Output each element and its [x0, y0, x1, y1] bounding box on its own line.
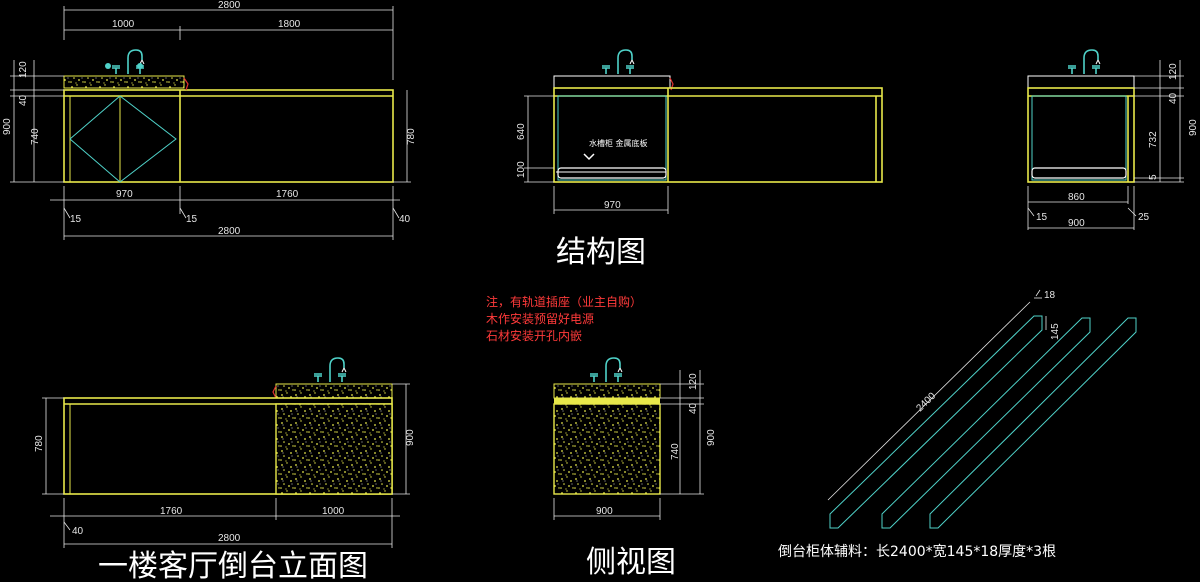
board-1 [829, 315, 1043, 529]
dim-970: 970 [604, 200, 621, 211]
structure-title: 结构图 [556, 235, 646, 270]
dim-gap-40: 40 [18, 94, 29, 106]
board-3 [929, 317, 1137, 529]
dim-front-1760: 1760 [160, 506, 183, 517]
dim-side-900: 900 [1188, 119, 1199, 136]
dim-height-740: 740 [30, 128, 41, 145]
dim-side-25: 25 [1138, 212, 1150, 223]
dim-sv-900-bottom: 900 [596, 506, 613, 517]
dim-board-18: 18 [1044, 290, 1056, 301]
dim-side-860: 860 [1068, 192, 1085, 203]
dim-bottom-970: 970 [116, 189, 133, 200]
side-structure-view: 120 40 732 900 5 860 15 25 900 [1027, 49, 1199, 230]
dim-40-right: 40 [399, 214, 411, 225]
sink-cabinet-label: 水槽柜 金属底板 [589, 138, 648, 148]
dim-board-2400: 2400 [914, 390, 938, 414]
dim-15-left: 15 [70, 214, 82, 225]
dim-15-mid: 15 [186, 214, 198, 225]
dim-100: 100 [516, 161, 527, 178]
side-view: 注，有轨道插座（业主自购） 木作安装预留好电源 石材安装开孔内嵌 120 40 … [486, 294, 717, 580]
dim-left-section: 1000 [112, 19, 135, 30]
note-line-3: 石材安装开孔内嵌 [486, 328, 582, 343]
chevron-down-icon [583, 153, 595, 161]
door-swing-lines [69, 95, 177, 183]
stone-panel [275, 403, 393, 495]
dim-height-780: 780 [406, 128, 417, 145]
dim-sv-740: 740 [670, 443, 681, 460]
front-elevation-view: 780 900 1760 1000 40 2800 一楼客厅倒台立面图 [34, 357, 416, 582]
board-2 [881, 317, 1091, 529]
structure-view: 水槽柜 金属底板 640 100 970 结构图 [516, 49, 883, 270]
dim-bottom-1760: 1760 [276, 189, 299, 200]
dim-sv-40: 40 [688, 402, 699, 414]
dim-countertop-120: 120 [18, 61, 29, 78]
stone-side-panel [553, 403, 661, 495]
dim-front-2800: 2800 [218, 533, 241, 544]
dim-sv-900: 900 [706, 429, 717, 446]
faucet-icon [601, 49, 635, 75]
dim-side-5: 5 [1148, 174, 1159, 180]
dim-total-length-bottom: 2800 [218, 226, 241, 237]
dim-640: 640 [516, 123, 527, 140]
dim-board-145: 145 [1050, 323, 1061, 340]
note-line-1: 注，有轨道插座（业主自购） [486, 294, 642, 309]
dim-front-1000: 1000 [322, 506, 345, 517]
dim-side-40: 40 [1168, 92, 1179, 104]
dim-total-length-top: 2800 [218, 0, 241, 11]
cabinet-body [63, 89, 394, 183]
faucet-icon [589, 357, 623, 383]
note-line-2: 木作安装预留好电源 [486, 311, 594, 326]
boards-view: 2400 18 145 倒台柜体辅料：长2400*宽145*18厚度*3根 [778, 289, 1137, 560]
dim-front-40: 40 [72, 526, 84, 537]
dim-front-780: 780 [34, 435, 45, 452]
dim-side-732: 732 [1148, 131, 1159, 148]
boards-caption: 倒台柜体辅料：长2400*宽145*18厚度*3根 [778, 543, 1056, 560]
dim-side-120: 120 [1168, 63, 1179, 80]
faucet-icon [313, 357, 347, 383]
faucet-icon [1067, 49, 1101, 75]
dim-right-section: 1800 [278, 19, 301, 30]
top-elevation-view: 2800 1000 1800 120 40 900 740 780 [2, 0, 417, 240]
dim-side-15: 15 [1036, 212, 1048, 223]
dim-height-900: 900 [2, 118, 13, 135]
dim-side-900-bottom: 900 [1068, 218, 1085, 229]
side-view-title: 侧视图 [586, 545, 676, 580]
stone-countertop [63, 75, 185, 89]
front-elevation-title: 一楼客厅倒台立面图 [98, 549, 368, 582]
faucet-icon [111, 49, 145, 75]
dim-front-900: 900 [405, 429, 416, 446]
dim-sv-120: 120 [688, 373, 699, 390]
